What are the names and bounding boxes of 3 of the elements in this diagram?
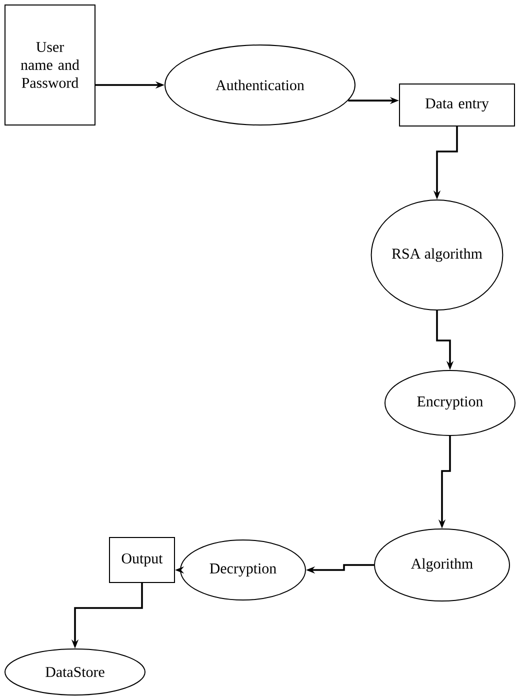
process-box: Output xyxy=(109,537,175,583)
process-box: User name and Password xyxy=(4,4,96,126)
process-box: Data entry xyxy=(399,84,515,126)
